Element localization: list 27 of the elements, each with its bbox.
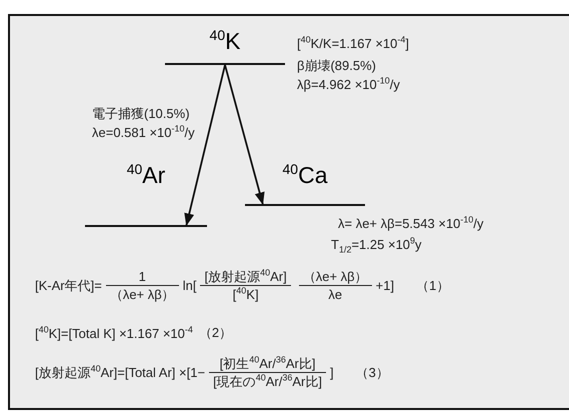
numerator: [放射起源$^{40}$Ar] — [203, 268, 288, 285]
formula-text: [放射起源$^{40}$Ar]=[Total Ar] ×[1− — [35, 364, 206, 382]
formula-text: [K-Ar年代]= — [35, 276, 102, 294]
annotation: T$_{1/2}$=1.25 ×10$^{9}$y — [331, 237, 422, 253]
numerator: （λe+ λβ） — [302, 268, 369, 285]
edge-label: β崩壊(89.5%) λβ=4.962 ×10$^{-10}$/y — [297, 57, 401, 94]
numerator: 1 — [138, 268, 147, 285]
denominator: [現在の$^{40}$Ar/$^{36}$Ar比] — [212, 373, 323, 390]
formula-text: +1] — [376, 278, 394, 293]
energy-level: $^{40}$Ar — [85, 160, 207, 227]
formula-text: ] — [330, 365, 334, 380]
formula-text: （1） — [416, 276, 450, 294]
formula-text: [$^{40}$K]=[Total K] ×1.167 ×10$^{-4}$ — [35, 326, 193, 340]
denominator: （λe+ λβ） — [108, 286, 176, 303]
arrow — [184, 64, 226, 226]
energy-level: $^{40}$Ca — [245, 160, 365, 206]
formula-text: （2） — [198, 324, 232, 342]
energy-level: $^{40}$K — [165, 28, 285, 65]
numerator: [初生$^{40}$Ar/$^{36}$Ar比] — [218, 355, 316, 372]
edge-label: 電子捕獲(10.5%) λe=0.581 ×10$^{-10}$/y — [92, 105, 196, 142]
denominator: [$^{40}$K] — [232, 286, 260, 303]
annotation: [$^{40}$K/K=1.167 ×10$^{-4}$] — [297, 36, 410, 52]
denominator: λe — [327, 286, 344, 303]
formula-text: ln[ — [182, 278, 196, 293]
annotation: λ= λe+ λβ=5.543 ×10$^{-10}$/y — [338, 216, 484, 232]
arrow — [224, 64, 265, 206]
formula-text: （3） — [356, 364, 389, 382]
